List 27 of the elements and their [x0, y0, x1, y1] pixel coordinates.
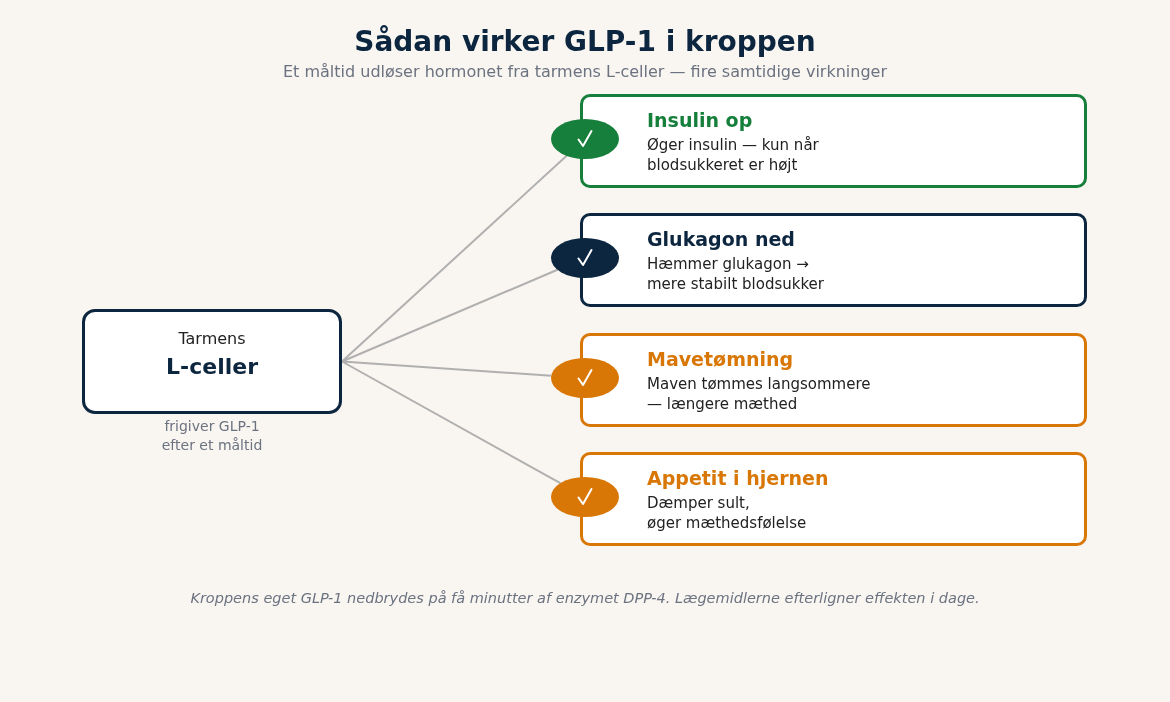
check-icon — [551, 477, 619, 517]
box-label: Tarmens — [178, 329, 246, 349]
connector-line — [341, 360, 562, 485]
card-text: Maven tømmes langsommere — længere mæthed — [647, 374, 872, 414]
effect-card — [580, 213, 1087, 307]
card-heading: Appetit i hjernen — [647, 467, 829, 490]
card-text: Dæmper sult, øger mæthedsfølelse — [647, 493, 808, 533]
diagram-title: Sådan virker GLP-1 i kroppen — [353, 25, 817, 59]
effect-card — [580, 452, 1087, 546]
card-text: Hæmmer glukagon → mere stabilt blodsukker — [647, 254, 825, 294]
check-icon — [551, 119, 619, 159]
source-box — [82, 309, 342, 414]
connector-line — [341, 268, 559, 363]
card-heading: Glukagon ned — [647, 228, 795, 251]
connector-line — [341, 360, 553, 377]
box-heading: L-celler — [166, 354, 258, 380]
effect-card — [580, 94, 1087, 188]
subtitle: Et måltid udløser hormonet fra tarmens L-celler — fire samtidige virkninger — [282, 62, 888, 82]
card-text: Øger insulin — kun når blodsukkeret er højt — [647, 135, 820, 175]
check-icon — [551, 238, 619, 278]
footnote: Kroppens eget GLP-1 nedbrydes på få minutter af enzymet DPP-4. Lægemidlerne efterligner effekten i dage. — [189, 589, 981, 607]
card-heading: Mavetømning — [647, 348, 794, 371]
node-caption: frigiver GLP-1 efter et måltid — [160, 417, 264, 455]
check-icon — [551, 358, 619, 398]
effect-card — [580, 333, 1087, 427]
connector-line — [341, 154, 568, 363]
card-heading: Insulin op — [647, 109, 753, 132]
